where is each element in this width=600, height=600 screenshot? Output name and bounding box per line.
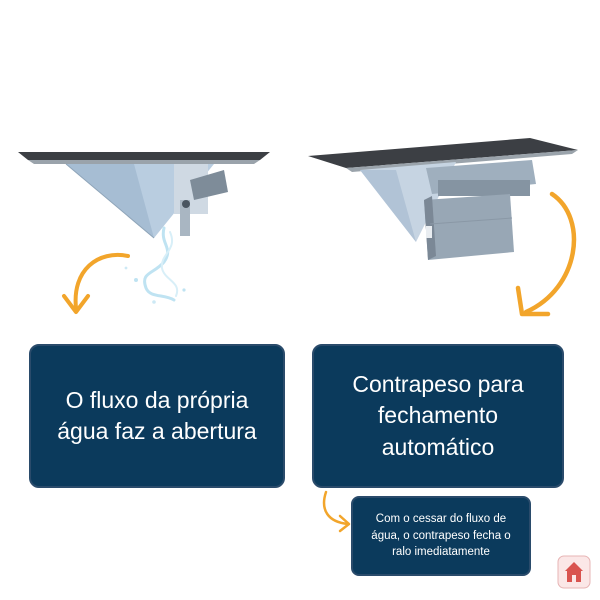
open-drain-valve-illustration: [18, 152, 270, 304]
counterweight-note-text: Com o cessar do fluxo de água, o contrap…: [371, 512, 511, 559]
counterweight-note: Com o cessar do fluxo de água, o contrap…: [351, 496, 531, 576]
counterweight-card: Contrapeso para fechamento automático: [312, 344, 564, 488]
flow-opening-card: O fluxo da própria água faz a abertura: [29, 344, 285, 488]
curved-arrow-icon: [322, 490, 351, 533]
curved-arrow-icon: [62, 253, 130, 314]
closed-drain-valve-illustration: [308, 138, 578, 260]
counterweight-text: Contrapeso para fechamento automático: [352, 371, 524, 460]
curved-arrow-icon: [515, 191, 577, 317]
flow-opening-text: O fluxo da própria água faz a abertura: [57, 386, 257, 444]
house-logo-icon: [557, 555, 591, 589]
